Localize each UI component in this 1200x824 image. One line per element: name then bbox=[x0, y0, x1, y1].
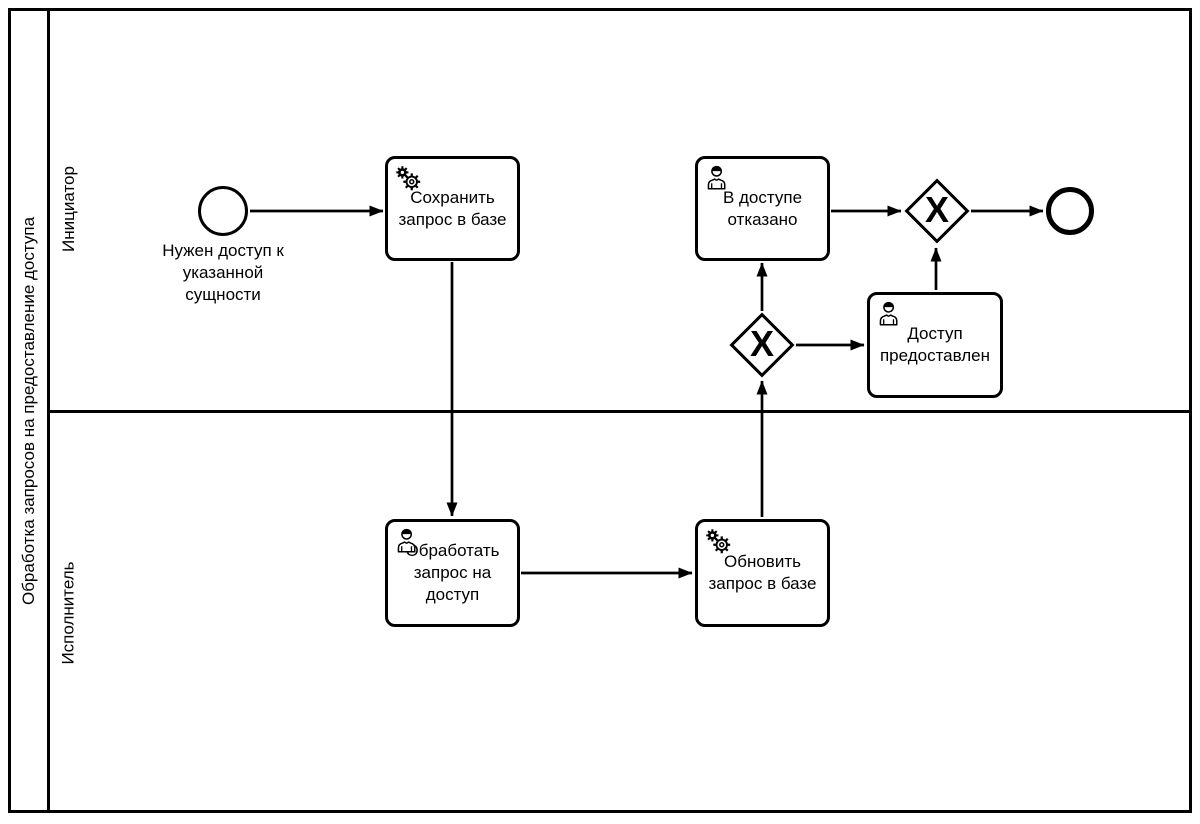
task-access-denied[interactable]: В доступе отказано bbox=[695, 156, 830, 261]
start-event[interactable] bbox=[198, 186, 248, 236]
task-save-request[interactable]: Сохранить запрос в базе bbox=[385, 156, 520, 261]
lane-executor-label-band: Исполнитель bbox=[50, 416, 88, 810]
user-icon bbox=[703, 163, 733, 193]
gear-icon bbox=[703, 526, 733, 556]
task-process-request[interactable]: Обработать запрос на доступ bbox=[385, 519, 520, 627]
task-save-request-label: Сохранить запрос в базе bbox=[398, 187, 507, 229]
task-access-denied-label: В доступе отказано bbox=[722, 187, 803, 229]
lane-initiator-label-band: Инициатор bbox=[50, 11, 88, 407]
exclusive-gateway-split[interactable]: X bbox=[729, 312, 795, 378]
xor-marker: X bbox=[924, 189, 949, 230]
pool-title: Обработка запросов на предоставление дос… bbox=[19, 216, 39, 605]
task-access-granted-label: Доступ предоставлен bbox=[879, 324, 991, 365]
user-icon bbox=[875, 299, 905, 329]
pool-title-band: Обработка запросов на предоставление дос… bbox=[11, 11, 47, 810]
task-access-granted[interactable]: Доступ предоставлен bbox=[867, 292, 1003, 398]
lane-divider bbox=[47, 410, 1192, 413]
exclusive-gateway-merge[interactable]: X bbox=[904, 178, 970, 244]
task-process-request-label: Обработать запрос на доступ bbox=[405, 541, 500, 604]
lane-executor-label: Исполнитель bbox=[59, 561, 79, 665]
gear-icon bbox=[393, 163, 423, 193]
xor-marker: X bbox=[749, 323, 774, 364]
task-update-request-label: Обновить запрос в базе bbox=[708, 552, 817, 593]
start-event-label: Нужен доступ к указанной сущности bbox=[162, 241, 284, 304]
lane-initiator-label: Инициатор bbox=[59, 166, 79, 252]
end-event[interactable] bbox=[1046, 187, 1094, 235]
task-update-request[interactable]: Обновить запрос в базе bbox=[695, 519, 830, 627]
user-icon bbox=[393, 526, 423, 556]
